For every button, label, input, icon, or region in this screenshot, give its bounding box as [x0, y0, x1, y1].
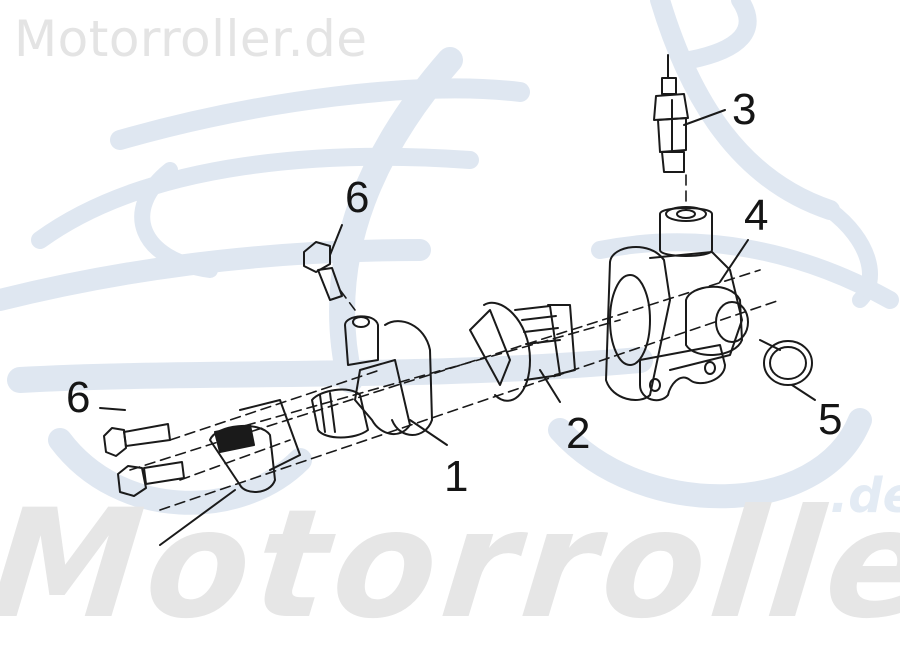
- part-thermostat-housing: [605, 206, 749, 402]
- part-o-ring: [763, 340, 813, 386]
- callout-5: 5: [818, 395, 843, 444]
- part-housing-cover: [311, 315, 433, 439]
- part-hose-clamp: [159, 399, 301, 546]
- part-thermostat: [469, 302, 576, 402]
- callout-6-top: 6: [345, 173, 370, 222]
- part-bolt-left-upper: [103, 423, 171, 457]
- callout-2: 2: [566, 409, 591, 458]
- watermark-de-suffix: .de: [830, 468, 900, 524]
- callout-4: 4: [744, 191, 769, 240]
- parts-line-drawing: [99, 54, 816, 546]
- callout-3: 3: [732, 85, 757, 134]
- part-temperature-sensor: [653, 54, 689, 173]
- part-bolt-left-lower: [117, 461, 185, 497]
- watermark-top: Motorroller.de: [14, 10, 368, 68]
- background-swoosh-logo: [0, 0, 899, 515]
- part-bolt-top: [303, 241, 343, 301]
- callout-6-left: 6: [66, 373, 91, 422]
- callout-1: 1: [444, 452, 469, 501]
